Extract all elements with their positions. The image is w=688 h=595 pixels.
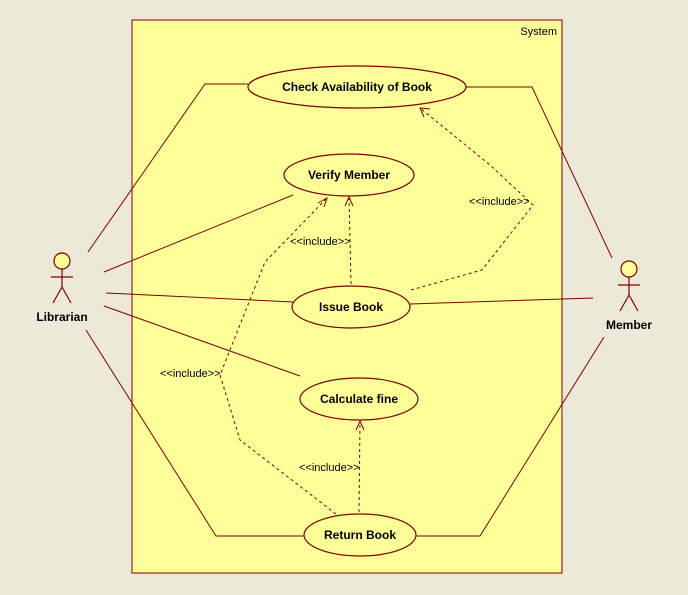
- assoc-librarian-issue-book[interactable]: [105, 292, 294, 303]
- use-case-ellipse[interactable]: [247, 65, 467, 109]
- actor-label: Member: [606, 318, 652, 332]
- use-case-label: Verify Member: [308, 168, 390, 182]
- use-case-label: Calculate fine: [320, 392, 398, 406]
- system-label: System: [520, 26, 557, 38]
- use-case-return-book[interactable]: Return Book: [303, 513, 417, 557]
- actor-right-leg: [61, 286, 72, 304]
- assoc-member-issue-book[interactable]: [409, 297, 594, 305]
- assoc-librarian-calculate-fine[interactable]: [103, 305, 301, 377]
- actor-librarian[interactable]: Librarian: [36, 252, 88, 324]
- use-case-label: Issue Book: [319, 300, 383, 314]
- actor-label: Librarian: [36, 310, 87, 324]
- use-case-ellipse[interactable]: [291, 285, 411, 329]
- actor-head: [53, 252, 71, 270]
- use-case-verify-member[interactable]: Verify Member: [283, 153, 415, 197]
- assoc-member-return-book[interactable]: [416, 336, 605, 537]
- actor-head: [620, 260, 638, 278]
- assoc-librarian-return-book[interactable]: [85, 329, 305, 537]
- include-issue-verify[interactable]: [348, 196, 352, 285]
- use-case-ellipse[interactable]: [299, 377, 419, 421]
- use-case-label: Return Book: [324, 528, 396, 542]
- use-case-check-availability[interactable]: Check Availability of Book: [247, 65, 467, 109]
- use-case-ellipse[interactable]: [283, 153, 415, 197]
- include-return-verify[interactable]: [219, 197, 337, 515]
- include-issue-check-availability[interactable]: [410, 107, 534, 291]
- stereotype-label-verify-return: <<include>>: [160, 368, 221, 380]
- arrowhead-check-availability: [419, 107, 431, 118]
- assoc-member-check-availability[interactable]: [466, 86, 613, 259]
- assoc-librarian-verify-member[interactable]: [103, 194, 294, 273]
- actor-left-leg: [619, 294, 630, 312]
- use-case-ellipse[interactable]: [303, 513, 417, 557]
- actor-right-leg: [628, 294, 639, 312]
- stereotype-label-verify-issue: <<include>>: [290, 236, 351, 248]
- arrowhead-verify-from-issue: [344, 195, 354, 207]
- arrowhead-fine: [355, 419, 365, 431]
- use-case-calculate-fine[interactable]: Calculate fine: [299, 377, 419, 421]
- use-case-label: Check Availability of Book: [282, 80, 432, 94]
- stereotype-label-check: <<include>>: [469, 196, 530, 208]
- use-case-issue-book[interactable]: Issue Book: [291, 285, 411, 329]
- arrowhead-verify-from-return: [317, 196, 328, 208]
- stereotype-label-fine: <<include>>: [299, 462, 360, 474]
- actor-left-leg: [52, 286, 63, 304]
- actor-member[interactable]: Member: [606, 260, 652, 332]
- assoc-librarian-check-availability[interactable]: [87, 83, 248, 253]
